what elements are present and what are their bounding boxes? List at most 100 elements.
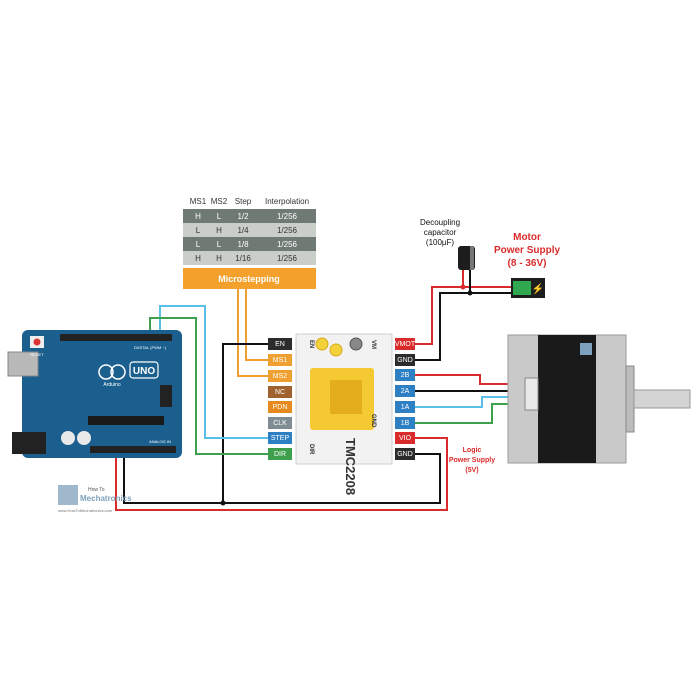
digital-label: DIGITAL (PWM ~) xyxy=(134,345,167,350)
microstepping-label: Microstepping xyxy=(218,274,280,284)
logic-supply-line1: Logic xyxy=(463,447,482,454)
table-row-bg xyxy=(183,237,316,251)
logic-supply-line3: (5V) xyxy=(465,467,478,474)
table-cell: L xyxy=(217,212,222,221)
analog-label: ANALOG IN xyxy=(149,439,171,444)
pin-ms1 xyxy=(268,354,292,366)
board-gnd-label: GND xyxy=(370,414,376,428)
motor-supply-line1: Motor xyxy=(513,232,541,243)
stepper-motor xyxy=(507,334,691,464)
pin-1b xyxy=(395,417,415,429)
table-cell: H xyxy=(195,212,201,221)
board-vm-label: VM xyxy=(370,340,376,349)
pin-vio-label: VIO xyxy=(399,435,412,442)
reset-label: RESET xyxy=(30,352,44,357)
pin-2b-label: 2B xyxy=(401,372,410,379)
reset-button xyxy=(33,338,41,346)
capacitor-component xyxy=(77,431,91,445)
pin-ms2 xyxy=(268,370,292,382)
capacitor-label-line1: Decoupling xyxy=(420,218,460,227)
pin-1a xyxy=(395,401,415,413)
junction-dot xyxy=(467,290,473,296)
driver-left-pins: EN MS1 MS2 NC PDN CLK STEP DIR xyxy=(268,338,292,460)
junction-dot xyxy=(220,500,226,506)
table-cell: 1/16 xyxy=(235,254,251,263)
arduino-uno-board: RESET DIGITAL (PWM ~) ANALOG IN Arduino … xyxy=(7,330,182,458)
table-header-ms2: MS2 xyxy=(211,197,228,206)
wires xyxy=(115,268,525,511)
capacitor-label-line3: (100µF) xyxy=(426,238,455,247)
table-header-ms1: MS1 xyxy=(190,197,207,206)
motor-supply-line2: Power Supply xyxy=(494,245,561,256)
table-cell: L xyxy=(196,226,201,235)
wire-coil-1a xyxy=(415,396,525,408)
wire-coil-2b xyxy=(415,374,525,385)
driver-potentiometer xyxy=(349,337,363,351)
logic-power-supply: Logic Power Supply (5V) xyxy=(449,447,495,474)
pin-2a-label: 2A xyxy=(401,388,410,395)
table-cell: H xyxy=(216,226,222,235)
motor-supply-line3: (8 - 36V) xyxy=(508,258,547,269)
wire-motor-gnd xyxy=(415,292,513,361)
pin-en-label: EN xyxy=(275,341,285,348)
table-header-interpolation: Interpolation xyxy=(265,197,309,206)
lightning-icon: ⚡ xyxy=(532,282,544,295)
pin-2b xyxy=(395,369,415,381)
table-cell: 1/256 xyxy=(277,240,298,249)
uno-badge xyxy=(129,361,159,379)
brand-logo: How To Mechatronics www.HowToMechatronic… xyxy=(58,485,132,513)
driver-chip xyxy=(330,380,362,414)
wire-step xyxy=(159,305,268,439)
power-jack xyxy=(12,432,46,454)
arduino-infinity-logo xyxy=(98,364,114,380)
arduino-infinity-logo xyxy=(110,364,126,380)
motor-body xyxy=(538,335,596,463)
pin-pdn xyxy=(268,401,292,413)
motor-brand-mark xyxy=(580,343,592,355)
pin-clk xyxy=(268,417,292,429)
wire-dir xyxy=(149,317,268,455)
pin-step xyxy=(268,432,292,444)
tmc2208-driver: EN MS1 MS2 NC PDN CLK STEP DIR EN VM GND… xyxy=(268,333,416,495)
wire-ms1 xyxy=(245,289,268,361)
pin-dir xyxy=(268,448,292,460)
decoupling-capacitor: Decoupling capacitor (100µF) xyxy=(420,218,475,270)
driver-pad xyxy=(329,343,343,357)
pin-ms2-label: MS2 xyxy=(273,373,288,380)
pin-pdn-label: PDN xyxy=(273,404,288,411)
motor-shaft xyxy=(633,389,691,409)
usb-port xyxy=(7,351,39,377)
table-cell: 1/4 xyxy=(237,226,249,235)
pin-1b-label: 1B xyxy=(401,420,410,427)
pin-2a xyxy=(395,385,415,397)
table-cell: H xyxy=(195,254,201,263)
brand-line2: Mechatronics xyxy=(80,494,132,503)
table-cell: H xyxy=(216,254,222,263)
pin-vmot xyxy=(395,338,415,350)
arduino-brand-label: Arduino xyxy=(103,382,120,388)
brand-logo-mark xyxy=(58,485,78,505)
board-en-label: EN xyxy=(308,340,314,348)
pin-gnd-logic-label: GND xyxy=(397,451,413,458)
table-cell: 1/2 xyxy=(237,212,249,221)
table-cell: 1/256 xyxy=(277,254,298,263)
brand-line1: How To xyxy=(88,487,105,493)
driver-right-pins: VMOT GND 2B 2A 1A 1B VIO GND xyxy=(395,338,416,460)
junction-dot xyxy=(460,284,466,290)
pin-clk-label: CLK xyxy=(273,420,287,427)
driver-pad xyxy=(315,337,329,351)
table-cell: L xyxy=(196,240,201,249)
capacitor-component xyxy=(61,431,75,445)
pin-nc-label: NC xyxy=(275,389,285,396)
uno-label: UNO xyxy=(133,366,155,377)
driver-name: TMC2208 xyxy=(343,438,358,495)
microstepping-table: MS1 MS2 Step Interpolation H L 1/2 1/256… xyxy=(183,193,316,289)
pin-dir-label: DIR xyxy=(274,451,286,458)
table-row-bg xyxy=(183,251,316,265)
wire-ms2 xyxy=(237,289,268,377)
pin-nc xyxy=(268,386,292,398)
wire-vmot xyxy=(415,286,513,345)
pin-vmot-label: VMOT xyxy=(395,341,416,348)
pin-gnd-logic xyxy=(395,448,415,460)
table-row-bg xyxy=(183,223,316,237)
